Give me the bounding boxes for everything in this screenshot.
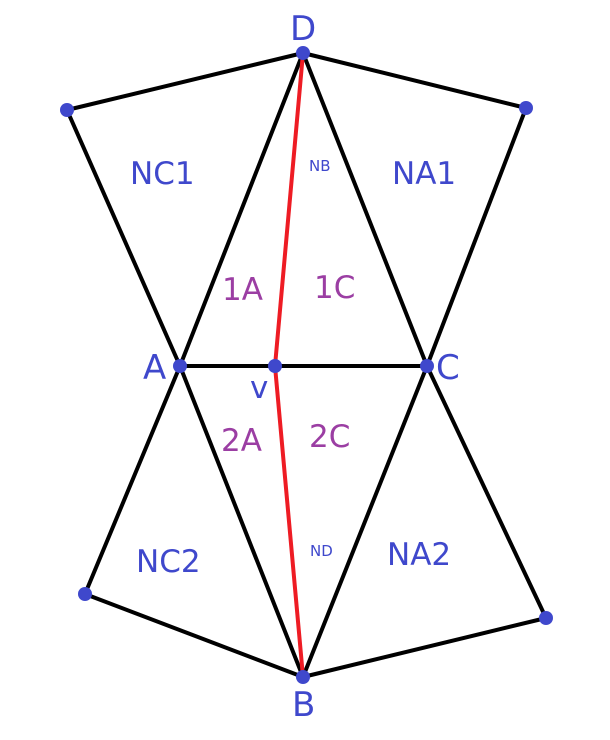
graph-edges: [65, 51, 548, 679]
edge-bottomleft-b: [83, 592, 305, 679]
highlighted-path: [273, 51, 305, 679]
label-region-nc2: NC2: [136, 544, 201, 580]
label-vertex-c: C: [436, 348, 460, 388]
vertex-a: [173, 359, 187, 373]
edge-a-bottomleft: [83, 364, 182, 596]
edge-topleft-a: [65, 108, 182, 368]
vertex-b: [296, 670, 310, 684]
label-vertex-d: D: [290, 9, 316, 49]
label-region-2a: 2A: [221, 423, 262, 459]
label-region-2c: 2C: [309, 419, 350, 455]
vertex-top-left: [60, 103, 74, 117]
edge-d-topleft: [65, 51, 305, 112]
label-nb: NB: [309, 157, 331, 175]
label-vertex-a: A: [143, 348, 166, 388]
edge-c-b: [301, 364, 429, 679]
vertex-bottom-right: [539, 611, 553, 625]
small-labels: NB ND: [309, 157, 333, 560]
label-nd: ND: [310, 542, 333, 560]
vertex-labels: D A C B v: [143, 9, 460, 725]
graph-vertices: [60, 46, 553, 684]
edge-d-c: [301, 51, 429, 368]
vertex-v: [268, 359, 282, 373]
edge-c-bottomright: [425, 364, 548, 620]
red-edge-v-b: [273, 364, 305, 679]
vertex-top-right: [519, 101, 533, 115]
vertex-d: [296, 46, 310, 60]
vertex-c: [420, 359, 434, 373]
inner-region-labels: 1A 1C 2A 2C: [221, 270, 355, 459]
vertex-bottom-left: [78, 587, 92, 601]
label-region-na1: NA1: [392, 156, 456, 192]
label-vertex-b: B: [292, 685, 315, 725]
red-edge-d-v: [273, 51, 305, 368]
label-region-na2: NA2: [387, 537, 451, 573]
edge-a-b: [178, 364, 305, 679]
label-region-nc1: NC1: [130, 156, 195, 192]
edge-bottomright-b: [301, 616, 548, 679]
edge-d-a: [178, 51, 305, 368]
edge-d-topright: [301, 51, 528, 110]
edge-topright-c: [425, 106, 528, 368]
label-region-1a: 1A: [222, 272, 263, 308]
outer-region-labels: NC1 NA1 NC2 NA2: [130, 156, 456, 580]
label-region-1c: 1C: [314, 270, 355, 306]
label-vertex-v: v: [250, 370, 268, 406]
